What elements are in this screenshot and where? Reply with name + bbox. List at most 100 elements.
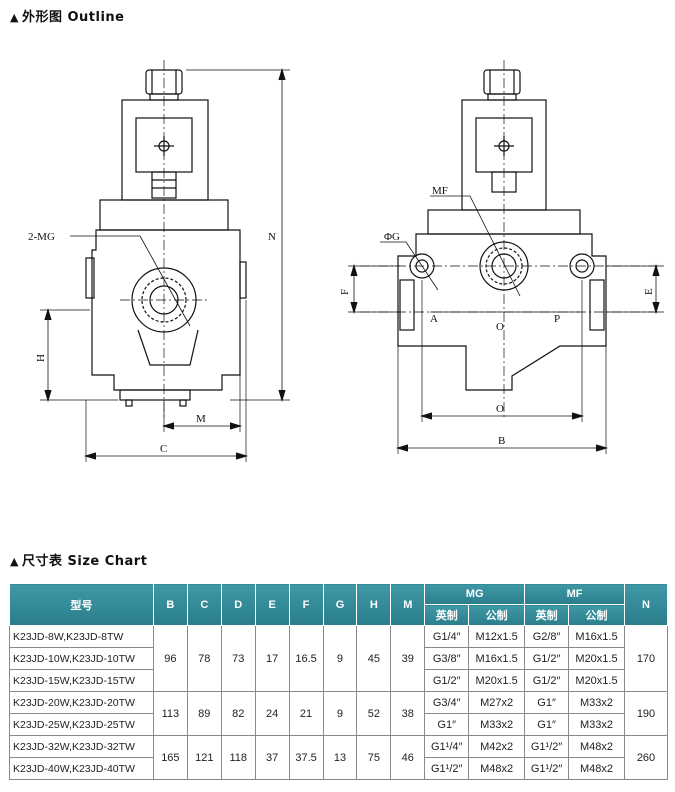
label-b: B	[498, 435, 505, 447]
mg-imperial-cell: G1/2″	[424, 669, 470, 692]
label-m: M	[196, 413, 206, 425]
h-cell: 45	[356, 625, 392, 692]
model-cell: K23JD-8W,K23JD-8TW	[9, 625, 154, 648]
mg-imperial-cell: G1″	[424, 713, 470, 736]
h-cell: 52	[356, 691, 392, 736]
mf-imperial-cell: G1″	[524, 713, 570, 736]
n-cell: 190	[623, 691, 669, 736]
b-cell: 113	[152, 691, 188, 736]
table-row: K23JD-40W,K23JD-40TW G1¹/2″ M48x2 G1¹/2″…	[9, 757, 668, 780]
mf-metric-cell: M16x1.5	[568, 625, 625, 648]
outline-section-title: ▲外形图 Outline	[10, 6, 125, 25]
m-cell: 46	[390, 735, 426, 780]
label-2mg: 2-MG	[28, 231, 55, 243]
header-m: M	[390, 583, 426, 626]
header-n: N	[623, 583, 669, 626]
size-chart-section-title: ▲尺寸表 Size Chart	[10, 550, 147, 569]
mg-metric-cell: M16x1.5	[468, 647, 526, 670]
header-h: H	[356, 583, 392, 626]
h-cell: 75	[356, 735, 392, 780]
size-title-text: 尺寸表 Size Chart	[21, 554, 148, 569]
mf-imperial-cell: G1″	[524, 691, 570, 714]
label-o-dim: O	[496, 403, 504, 415]
header-f: F	[288, 583, 324, 626]
header-d: D	[220, 583, 256, 626]
header-c: C	[186, 583, 222, 626]
header-mg: MG	[424, 583, 526, 605]
d-cell: 118	[220, 735, 256, 780]
mg-imperial-cell: G3/4″	[424, 691, 470, 714]
model-cell: K23JD-20W,K23JD-20TW	[9, 691, 154, 714]
outline-drawings: 2-MG N H M C	[28, 60, 664, 462]
label-e: E	[643, 288, 655, 295]
model-cell: K23JD-40W,K23JD-40TW	[9, 757, 154, 780]
header-model: 型号	[9, 583, 154, 626]
mf-imperial-cell: G1/2″	[524, 647, 570, 670]
mg-metric-cell: M42x2	[468, 735, 526, 758]
g-cell: 9	[322, 625, 358, 692]
mf-imperial-cell: G1¹/2″	[524, 735, 570, 758]
e-cell: 37	[254, 735, 290, 780]
right-view-drawing	[348, 60, 664, 454]
m-cell: 39	[390, 625, 426, 692]
header-mg-metric: 公制	[468, 604, 526, 626]
table-row: K23JD-25W,K23JD-25TW G1″ M33x2 G1″ M33x2	[9, 713, 668, 736]
e-cell: 17	[254, 625, 290, 692]
mg-metric-cell: M33x2	[468, 713, 526, 736]
header-mf-imperial: 英制	[524, 604, 570, 626]
label-phig: ΦG	[384, 231, 400, 243]
model-cell: K23JD-10W,K23JD-10TW	[9, 647, 154, 670]
g-cell: 9	[322, 691, 358, 736]
mg-metric-cell: M20x1.5	[468, 669, 526, 692]
e-cell: 24	[254, 691, 290, 736]
label-p: P	[554, 313, 560, 325]
header-b: B	[152, 583, 188, 626]
b-cell: 165	[152, 735, 188, 780]
mg-imperial-cell: G3/8″	[424, 647, 470, 670]
label-f: F	[339, 289, 351, 295]
label-a: A	[430, 313, 438, 325]
triangle-icon: ▲	[10, 555, 19, 568]
n-cell: 260	[623, 735, 669, 780]
c-cell: 121	[186, 735, 222, 780]
n-cell: 170	[623, 625, 669, 692]
b-cell: 96	[152, 625, 188, 692]
f-cell: 16.5	[288, 625, 324, 692]
model-cell: K23JD-15W,K23JD-15TW	[9, 669, 154, 692]
mf-metric-cell: M33x2	[568, 713, 625, 736]
header-g: G	[322, 583, 358, 626]
table-row: K23JD-8W,K23JD-8TW 96 78 73 17 16.5 9 45…	[9, 625, 669, 692]
mf-metric-cell: M48x2	[568, 757, 625, 780]
header-mf: MF	[524, 583, 625, 605]
model-cell: K23JD-32W,K23JD-32TW	[9, 735, 154, 758]
mf-metric-cell: M20x1.5	[568, 647, 625, 670]
triangle-icon: ▲	[10, 11, 19, 24]
mg-imperial-cell: G1¹/4″	[424, 735, 470, 758]
left-view-drawing	[40, 60, 290, 462]
table-row: K23JD-15W,K23JD-15TW G1/2″ M20x1.5 G1/2″…	[9, 669, 668, 692]
f-cell: 21	[288, 691, 324, 736]
mf-metric-cell: M33x2	[568, 691, 625, 714]
d-cell: 73	[220, 625, 256, 692]
mf-imperial-cell: G1¹/2″	[524, 757, 570, 780]
table-row: K23JD-20W,K23JD-20TW 113 89 82 24 21 9 5…	[9, 691, 669, 736]
header-mg-imperial: 英制	[424, 604, 470, 626]
c-cell: 89	[186, 691, 222, 736]
table-row: K23JD-10W,K23JD-10TW G3/8″ M16x1.5 G1/2″…	[9, 647, 668, 670]
f-cell: 37.5	[288, 735, 324, 780]
outline-title-text: 外形图 Outline	[21, 10, 125, 25]
mf-metric-cell: M20x1.5	[568, 669, 625, 692]
mg-imperial-cell: G1¹/2″	[424, 757, 470, 780]
mg-metric-cell: M27x2	[468, 691, 526, 714]
size-chart-table: 型号 B C D E F G H M MG MF N 英制 公制 英制 公制 K…	[9, 583, 669, 780]
table-row: K23JD-32W,K23JD-32TW 165 121 118 37 37.5…	[9, 735, 669, 780]
label-h: H	[35, 354, 47, 362]
mf-metric-cell: M48x2	[568, 735, 625, 758]
c-cell: 78	[186, 625, 222, 692]
g-cell: 13	[322, 735, 358, 780]
model-cell: K23JD-25W,K23JD-25TW	[9, 713, 154, 736]
m-cell: 38	[390, 691, 426, 736]
header-e: E	[254, 583, 290, 626]
label-mf: MF	[432, 185, 448, 197]
header-mf-metric: 公制	[568, 604, 625, 626]
